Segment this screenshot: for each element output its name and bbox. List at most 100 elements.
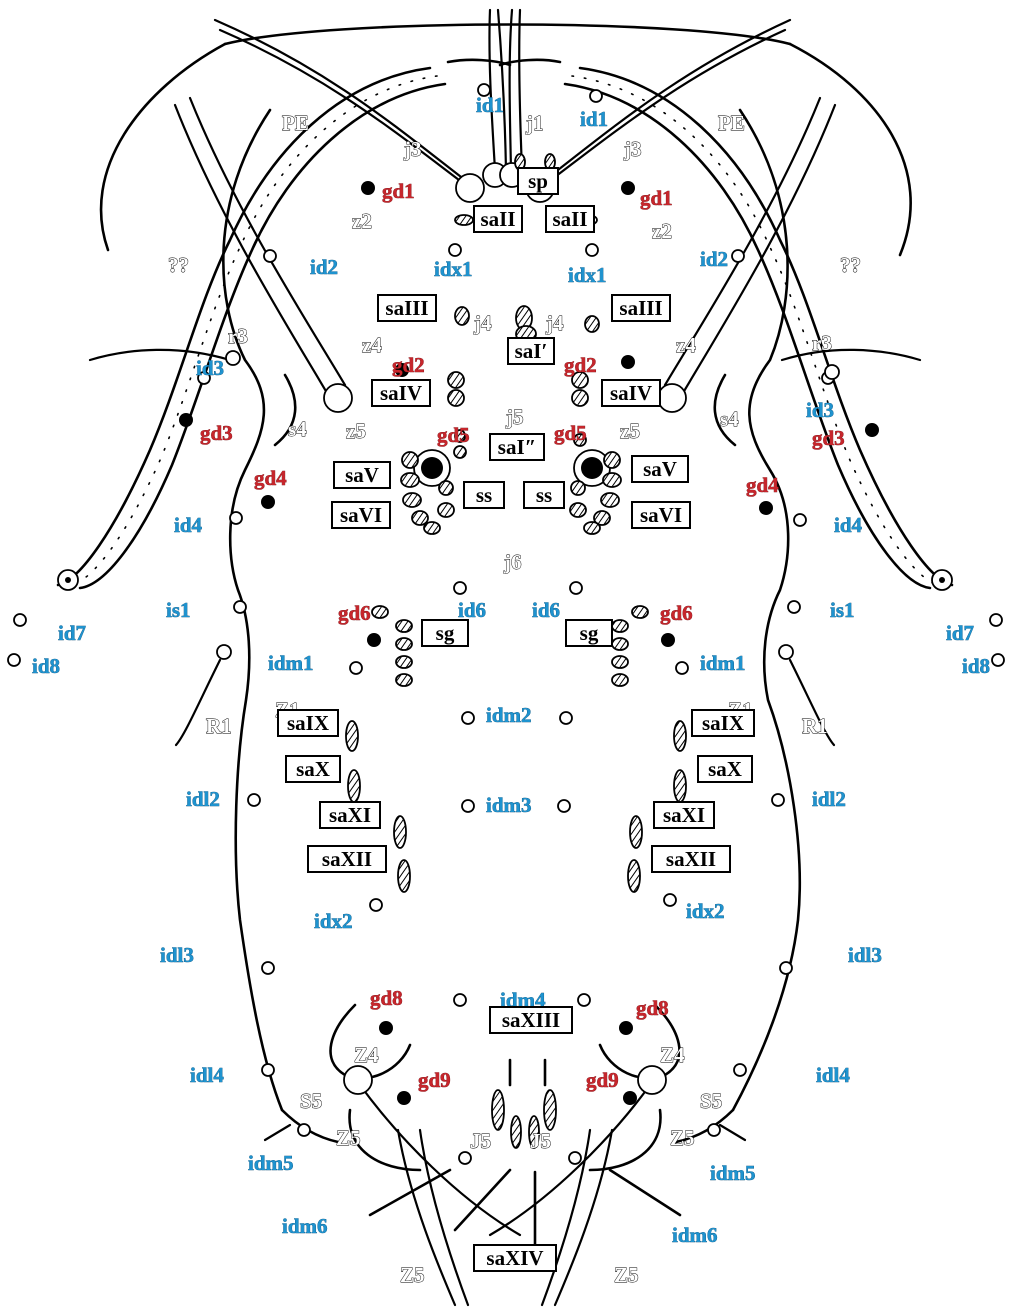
pore-35 xyxy=(708,1124,720,1136)
seta-label-22: R1 xyxy=(802,714,828,738)
sigilla-box-25: saXIII xyxy=(490,1007,572,1033)
gland-6 xyxy=(261,495,275,509)
gland-11 xyxy=(619,1021,633,1035)
pore-label-14: id8 xyxy=(32,654,60,678)
pore-label-11: id6 xyxy=(532,598,560,622)
pore-37 xyxy=(569,1152,581,1164)
sigillum-16 xyxy=(401,473,419,487)
sigillum-24 xyxy=(601,493,619,507)
pore-label-15: id8 xyxy=(962,654,990,678)
pore-13 xyxy=(990,614,1002,626)
pore-label-4: idx1 xyxy=(434,257,473,281)
seta-label-10: j3 xyxy=(623,137,642,161)
pore-label-8: id4 xyxy=(174,513,203,537)
sigillum-27 xyxy=(571,481,585,495)
sigillum-28 xyxy=(570,503,586,517)
svg-text:saXIII: saXIII xyxy=(502,1008,560,1032)
pore-label-17: is1 xyxy=(830,598,855,622)
pore-label-34: idm6 xyxy=(672,1223,718,1247)
gland-7 xyxy=(759,501,773,515)
svg-text:saVI: saVI xyxy=(340,503,382,527)
svg-text:saII: saII xyxy=(552,207,587,231)
sigilla-box-0: sp xyxy=(518,168,558,194)
pore-label-30: idl4 xyxy=(816,1063,850,1087)
pore-34 xyxy=(298,1124,310,1136)
pore-31 xyxy=(578,994,590,1006)
seta-label-7: s4 xyxy=(720,407,739,431)
sigilla-box-3: saIII xyxy=(378,295,436,321)
sigillum-18 xyxy=(412,511,428,525)
seta-label-6: s4 xyxy=(288,417,307,441)
seta-label-33: Z5 xyxy=(400,1263,425,1287)
seta-label-15: j4 xyxy=(473,311,492,335)
pore-10 xyxy=(454,582,466,594)
sigilla-box-21: saXI xyxy=(320,802,380,828)
sigillum-17 xyxy=(403,493,421,507)
pore-20 xyxy=(462,712,474,724)
pore-11 xyxy=(570,582,582,594)
svg-text:saVI: saVI xyxy=(640,503,682,527)
svg-text:saXI: saXI xyxy=(663,803,705,827)
pore-9 xyxy=(794,514,806,526)
sigillum-38 xyxy=(632,606,648,618)
pore-2 xyxy=(264,250,276,262)
seta-label-31: J5 xyxy=(470,1129,491,1153)
gland-0 xyxy=(361,181,375,195)
svg-text:saIX: saIX xyxy=(702,711,744,735)
sigillum-40 xyxy=(348,770,360,802)
sigillum-36 xyxy=(612,656,628,668)
pore-label-18: idm1 xyxy=(268,651,314,675)
pore-label-5: idx1 xyxy=(568,263,607,287)
sigillum-43 xyxy=(674,721,686,751)
seta-label-19: j5 xyxy=(505,405,524,429)
sigillum-9 xyxy=(448,390,464,406)
seta-base-8 xyxy=(217,645,231,659)
svg-text:saIV: saIV xyxy=(380,381,422,405)
seta-label-4: r3 xyxy=(228,324,248,348)
pore-label-2: id2 xyxy=(310,255,338,279)
sigillum-21 xyxy=(438,503,454,517)
seta-label-0: PE xyxy=(282,111,309,135)
sigilla-box-18: saIX xyxy=(692,710,754,736)
seta-label-25: Z4 xyxy=(354,1043,379,1067)
seta-label-26: Z4 xyxy=(660,1043,685,1067)
sigillum-33 xyxy=(396,674,412,686)
big-pore-dot-0 xyxy=(421,457,443,479)
gland-label-4: gd3 xyxy=(200,421,233,445)
sigilla-box-24: saXII xyxy=(652,846,730,872)
gland-label-2: gd2 xyxy=(392,353,425,377)
sigilla-box-13: saVI xyxy=(332,502,390,528)
sigillum-44 xyxy=(674,770,686,802)
pore-label-20: idm2 xyxy=(486,703,532,727)
seta-label-12: z2 xyxy=(652,219,672,243)
svg-text:ss: ss xyxy=(536,483,552,507)
gland-label-13: gd8 xyxy=(636,996,669,1020)
sigilla-box-26: saXIV xyxy=(474,1245,556,1271)
svg-text:saXI: saXI xyxy=(329,803,371,827)
gland-13 xyxy=(623,1091,637,1105)
pore-28 xyxy=(262,962,274,974)
pore-label-33: idm6 xyxy=(282,1214,328,1238)
sigillum-48 xyxy=(511,1116,521,1148)
pore-24 xyxy=(462,800,474,812)
sigillum-37 xyxy=(612,674,628,686)
seta-label-14: z4 xyxy=(676,333,696,357)
seta-label-18: z5 xyxy=(620,419,640,443)
svg-text:sg: sg xyxy=(436,621,455,645)
sigilla-box-5: saI′ xyxy=(508,338,554,364)
sigillum-23 xyxy=(603,473,621,487)
seta-label-2: ?? xyxy=(168,253,189,277)
sigillum-8 xyxy=(448,372,464,388)
svg-text:saV: saV xyxy=(643,457,677,481)
pore-label-1: id1 xyxy=(580,107,608,131)
big-pore-dot-1 xyxy=(581,457,603,479)
seta-label-9: j3 xyxy=(403,137,422,161)
seta-label-11: z2 xyxy=(352,209,372,233)
pore-16 xyxy=(234,601,246,613)
pore-label-19: idm1 xyxy=(700,651,746,675)
pore-label-29: idl4 xyxy=(190,1063,224,1087)
pore-26 xyxy=(370,899,382,911)
sigilla-box-22: saXI xyxy=(654,802,714,828)
sigillum-47 xyxy=(492,1090,504,1130)
pore-21 xyxy=(560,712,572,724)
